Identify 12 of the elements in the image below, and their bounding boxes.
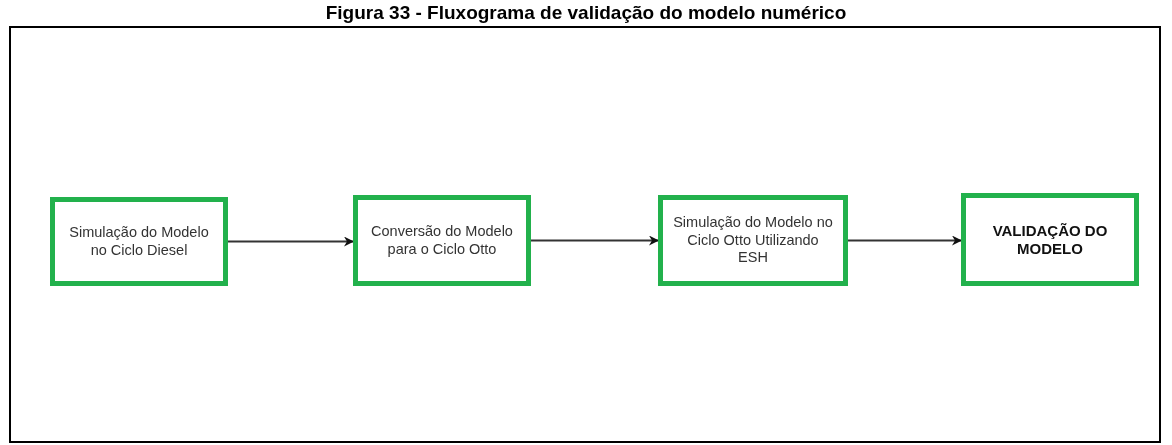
process-box bbox=[50, 197, 228, 286]
box-label: Conversão do Modelo para o Ciclo Otto bbox=[370, 223, 514, 258]
arrow bbox=[530, 235, 659, 246]
process-box bbox=[961, 193, 1139, 286]
process-box bbox=[658, 195, 848, 286]
figure-title: Figura 33 - Fluxograma de validação do modelo numérico bbox=[324, 2, 848, 24]
box-label: Simulação do Modelo no Ciclo Diesel bbox=[68, 224, 210, 259]
arrow bbox=[847, 235, 962, 246]
arrow bbox=[227, 236, 354, 247]
process-box bbox=[353, 195, 531, 286]
box-label: VALIDAÇÃO DO MODELO bbox=[991, 221, 1109, 258]
box-label: Simulação do Modelo no Ciclo Otto Utilizando ESH bbox=[672, 214, 834, 267]
